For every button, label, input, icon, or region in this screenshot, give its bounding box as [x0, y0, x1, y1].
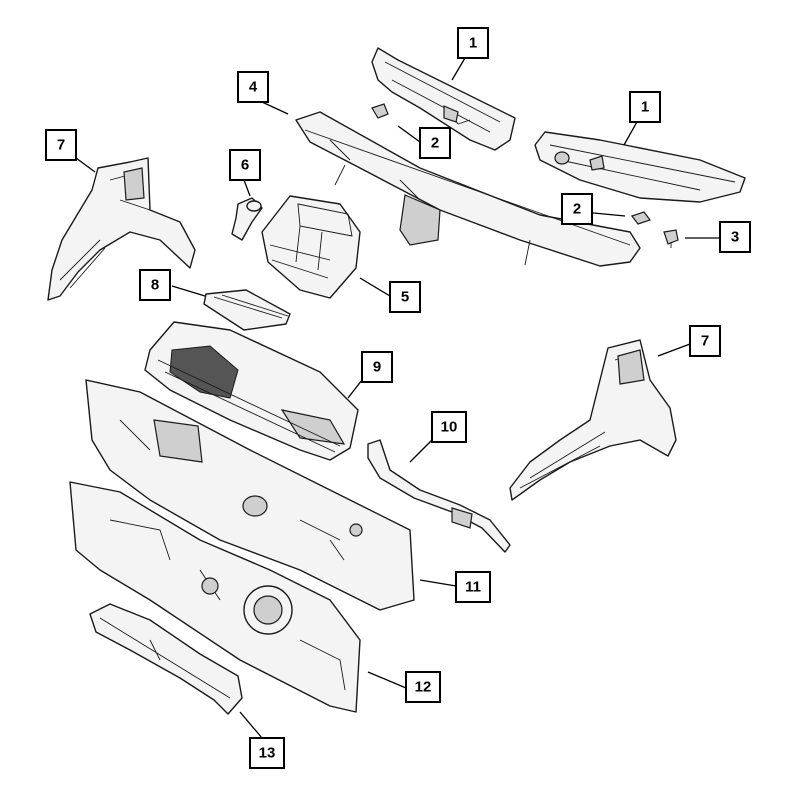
callout-1b: 1 [629, 91, 661, 123]
callout-1a: 1 [457, 27, 489, 59]
dash-panel-outer-part [85, 379, 415, 611]
callout-2b: 2 [561, 193, 593, 225]
leader-4 [261, 101, 289, 115]
air-box-housing-part [261, 195, 361, 299]
callout-13: 13 [249, 737, 285, 769]
leader-10 [409, 439, 433, 463]
callout-8-label: 8 [151, 277, 159, 294]
callout-8: 8 [139, 269, 171, 301]
callout-9: 9 [361, 351, 393, 383]
cowl-grille-part [144, 321, 359, 461]
callout-13-label: 13 [259, 745, 276, 762]
callout-2a-label: 2 [431, 135, 439, 152]
drain-hose-part [367, 439, 511, 553]
callout-1a-label: 1 [469, 35, 477, 52]
leader-5 [359, 277, 391, 297]
clip-part-lower [631, 211, 651, 225]
leader-1b [623, 119, 639, 146]
leader-1a [451, 57, 466, 81]
callout-1b-label: 1 [641, 99, 649, 116]
leader-2a [397, 125, 421, 143]
callout-11-label: 11 [465, 579, 481, 596]
callout-7a-label: 7 [57, 137, 65, 154]
callout-12: 12 [405, 671, 441, 703]
leader-7a [75, 157, 96, 173]
callout-4-label: 4 [249, 79, 258, 96]
callout-7b-label: 7 [701, 333, 709, 350]
callout-7b: 7 [689, 325, 721, 357]
leader-7b [657, 343, 691, 357]
fastener-part [663, 229, 679, 248]
callout-6-label: 6 [241, 157, 249, 174]
callout-10-label: 10 [441, 419, 458, 436]
callout-4: 4 [237, 71, 269, 103]
inner-panel-left-part [47, 157, 196, 301]
cowl-panel-right-part [534, 131, 746, 203]
air-duct-part [231, 197, 263, 241]
inner-panel-right-part [509, 339, 677, 501]
callout-12-label: 12 [415, 679, 432, 696]
cowl-panel-left-part [371, 47, 516, 151]
leader-13 [239, 711, 263, 739]
clip-part-upper [371, 103, 389, 119]
callout-5: 5 [389, 281, 421, 313]
callout-6: 6 [229, 149, 261, 181]
leader-8 [171, 285, 206, 297]
callout-10: 10 [431, 411, 467, 443]
leader-12 [367, 671, 407, 689]
leader-9 [347, 379, 363, 399]
callout-3-label: 3 [731, 229, 739, 246]
leader-lines [75, 57, 720, 739]
leader-11 [419, 579, 457, 587]
callout-3: 3 [719, 221, 751, 253]
callout-5-label: 5 [401, 289, 409, 306]
callout-2a: 2 [419, 127, 451, 159]
reinforcement-bracket-part [89, 603, 243, 715]
cabin-filter-part [203, 289, 291, 331]
callout-2b-label: 2 [573, 201, 581, 218]
dash-panel-inner-part [69, 481, 361, 713]
callout-11: 11 [455, 571, 491, 603]
callout-9-label: 9 [373, 359, 381, 376]
callout-7a: 7 [45, 129, 77, 161]
crossmember-part [295, 111, 641, 267]
leader-6 [243, 179, 251, 197]
